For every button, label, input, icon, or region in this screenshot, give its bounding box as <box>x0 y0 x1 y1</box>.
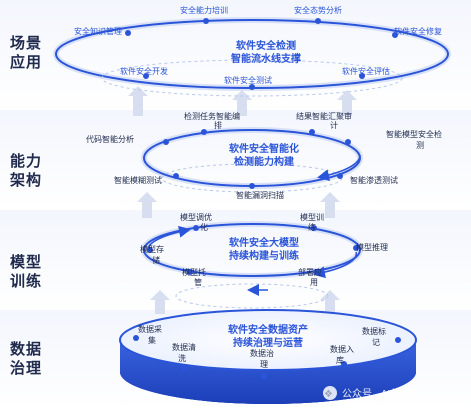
flow-arrows <box>128 86 357 314</box>
data-item-label-l1: 数据标 <box>362 326 386 336</box>
data-item-collect-l2: 集 <box>148 335 156 345</box>
scene-item-knowledge: 安全知识管理 <box>74 26 122 36</box>
model-item-train-l2: 练 <box>308 222 316 232</box>
cap-item-vuln-scan: 智能漏洞扫描 <box>236 190 284 200</box>
model-item-host-l2: 管 <box>194 277 202 287</box>
data-item-clean-l1: 数据清 <box>172 342 196 352</box>
cap-item-code-analysis: 代码智能分析 <box>86 134 134 144</box>
scene-item-eval: 软件安全评估 <box>342 66 390 76</box>
layer-label-model: 模型训练 <box>10 254 43 290</box>
data-labels: 数据采 集 数据清 洗 数据治 理 数据入 库 数据标 记 <box>138 324 386 369</box>
scene-item-test: 软件安全测试 <box>224 75 272 85</box>
data-item-ingest-l1: 数据入 <box>330 344 354 354</box>
up-arrow-icon <box>150 290 170 314</box>
layer-label-capability: 能力架构 <box>10 153 43 189</box>
cap-item-model-l1: 智能模型安全检 <box>386 129 442 139</box>
cap-item-task-l2: 排 <box>214 120 222 130</box>
model-item-host-l1: 模型托 <box>182 267 206 277</box>
model-item-tune-l2: 化 <box>200 222 208 232</box>
capability-labels: 代码智能分析 检测任务智能编 排 结果智能汇聚审 计 智能模型安全检 测 智能模… <box>86 111 442 200</box>
cap-item-model-l2: 测 <box>416 141 424 150</box>
data-item-collect-l1: 数据采 <box>138 324 162 334</box>
model-item-store-l1: 模型存 <box>140 244 164 254</box>
data-item-label-l2: 记 <box>372 338 380 347</box>
capability-ring <box>141 127 363 193</box>
scene-item-repair: 软件安全修复 <box>394 26 442 36</box>
model-item-store-l2: 储 <box>152 255 160 265</box>
capability-center-title: 软件安全智能化 <box>229 142 299 155</box>
up-arrow-icon <box>337 90 357 116</box>
scene-item-situation: 安全态势分析 <box>294 5 342 15</box>
cap-item-result-l2: 计 <box>330 120 338 130</box>
model-center-subtitle: 持续构建与训练 <box>229 249 299 262</box>
cap-item-pentest: 智能渗透测试 <box>350 175 398 185</box>
cap-item-fuzz: 智能模糊测试 <box>114 175 162 185</box>
model-ring <box>141 221 363 309</box>
layer-label-data: 数据治理 <box>10 341 43 377</box>
scene-item-dev: 软件安全开发 <box>120 66 168 76</box>
up-arrow-icon <box>137 192 157 218</box>
wechat-icon: ❖ <box>324 389 333 400</box>
model-center-title: 软件安全大模型 <box>229 236 299 249</box>
data-item-govern-l1: 数据治 <box>250 348 274 358</box>
model-labels: 模型调优 化 模型训 练 模型存 储 模型推理 模型托 管 部署应 用 <box>140 212 388 287</box>
watermark: ❖ 公众号 · AI与安全 <box>323 386 420 400</box>
model-item-train-l1: 模型训 <box>300 212 324 222</box>
model-item-deploy-l1: 部署应 <box>298 267 322 277</box>
capability-center-subtitle: 检测能力构建 <box>234 155 295 168</box>
scene-item-training: 安全能力培训 <box>180 5 228 15</box>
scene-ring <box>53 17 451 97</box>
scene-labels: 安全知识管理 安全能力培训 安全态势分析 软件安全修复 软件安全开发 软件安全测… <box>74 5 442 85</box>
data-cylinder <box>119 309 417 404</box>
scene-center-title: 软件安全检测 <box>236 39 296 52</box>
up-arrow-icon <box>232 90 252 116</box>
data-center-title: 软件安全数据资产 <box>228 323 308 336</box>
model-item-tune-l1: 模型调优 <box>180 212 212 222</box>
scene-center-subtitle: 智能流水线支撑 <box>231 52 301 65</box>
band-capability <box>0 110 471 210</box>
up-arrow-icon <box>320 290 340 314</box>
data-center-subtitle: 持续治理与运营 <box>233 336 303 349</box>
cap-item-task-l1: 检测任务智能编 <box>184 111 240 121</box>
up-arrow-icon <box>128 86 148 116</box>
model-item-infer: 模型推理 <box>356 242 388 252</box>
layer-label-scene: 场景应用 <box>10 35 43 71</box>
watermark-text: 公众号 · AI与安全 <box>342 387 420 400</box>
model-item-deploy-l2: 用 <box>310 278 318 287</box>
cap-item-result-l1: 结果智能汇聚审 <box>296 111 352 121</box>
up-arrow-icon <box>320 192 340 218</box>
data-item-govern-l2: 理 <box>260 360 268 369</box>
data-item-ingest-l2: 库 <box>336 355 344 365</box>
data-item-clean-l2: 洗 <box>178 353 186 363</box>
